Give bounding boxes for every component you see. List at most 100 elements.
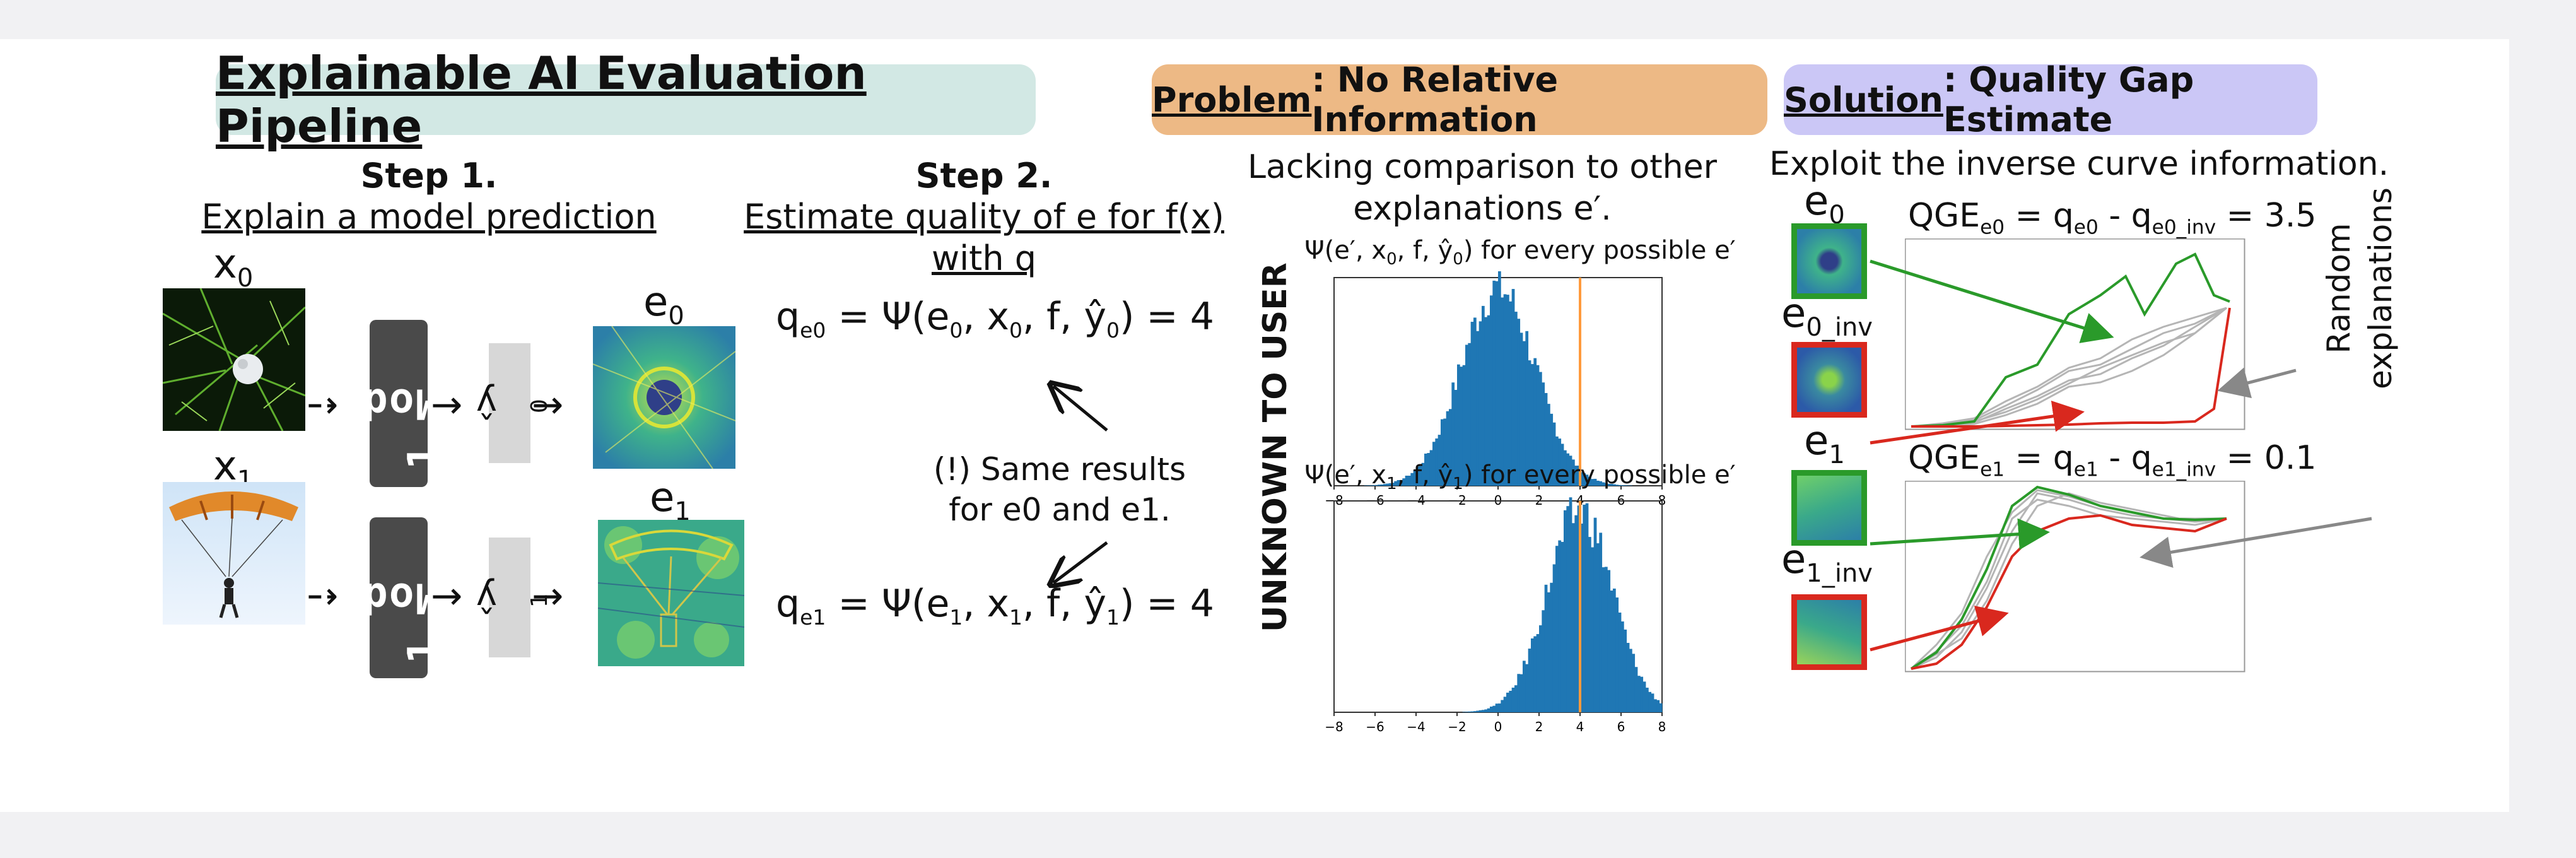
hist1-bar [1572,523,1575,712]
hist0-bar [1435,438,1439,486]
hist0-bar [1618,485,1622,486]
hist0-bar [1482,305,1485,486]
hist0-bar [1372,485,1376,486]
e1-solution-label: e1 [1804,418,1845,469]
step2-subtitle-line1: Estimate quality of e for f(x) [744,197,1224,237]
hist0-bar [1478,321,1482,486]
e0-label: e0 [643,279,684,331]
hist1-bar [1555,546,1559,712]
hist1-bar [1651,693,1654,712]
hist0-bar [1419,466,1422,486]
hist0-bar [1607,483,1611,486]
hist0-bar [1462,365,1466,486]
step1-heading: Step 1. [360,156,498,196]
hist0-bar [1386,483,1390,486]
hist0-bar [1588,476,1591,486]
hist1-tick-label: 6 [1617,719,1625,734]
hist1-bar [1596,543,1600,712]
hist1-bar [1588,537,1591,712]
hist1-bar [1585,503,1589,712]
hist0-bar [1569,455,1572,486]
hist1-bar [1519,674,1523,712]
hist0-bar [1547,404,1550,486]
hist1-bar [1626,643,1630,712]
hist0-bar [1408,476,1411,486]
hist0-bar [1601,482,1605,486]
hist1-bar [1511,687,1515,712]
hist1-bar [1514,685,1518,712]
hist0-bar [1555,436,1559,486]
hist0-bar [1378,485,1381,486]
hist0-bar [1410,473,1414,486]
hist0-bar [1599,481,1603,486]
hist0-bar [1523,341,1526,486]
hist1-tick-label: −8 [1325,719,1343,734]
hist0-bar [1558,438,1562,486]
hist0-bar [1564,450,1567,486]
gray-arrow-0 [2217,367,2297,399]
hist0-bar [1495,281,1499,486]
hist0-bar [1519,332,1523,486]
hist0-bar [1624,485,1627,486]
hist0-bar [1550,413,1554,486]
hist0-bar [1468,343,1472,486]
hist1-bar [1539,625,1542,712]
hist0-bar [1552,422,1556,486]
hist1-bar [1533,636,1537,712]
hist0-bar [1566,453,1570,486]
hist0-bar [1539,372,1542,486]
curve-plot-1 [1905,481,2245,673]
hist0-bar [1621,485,1624,486]
hist1-bar [1640,676,1644,712]
step1-block: Step 1. Explain a model prediction [189,156,669,238]
hist1-bar [1564,510,1567,712]
hist1-bar [1528,649,1531,712]
hist0-bar [1615,485,1619,486]
red-arrow-1 [1870,606,2009,652]
hist1-bar [1574,515,1578,712]
hist1-bar [1613,588,1616,712]
hist0-bar [1380,484,1384,486]
hist0-title: Ψ(e′, x0, f, ŷ0) for every possible e′ [1304,236,1736,269]
hist1-bar [1634,667,1638,712]
hist1-bar [1544,584,1548,712]
pipeline-title: Explainable AI Evaluation Pipeline [216,47,867,153]
hist1-bar [1503,696,1507,712]
hist0-bar [1429,450,1433,486]
hist0-bar [1394,481,1398,486]
hist1-bar [1523,661,1526,712]
hist0-bar [1544,392,1548,486]
unknown-to-user-label: UNKNOWN TO USER [1256,262,1294,632]
hist0-bar [1473,317,1477,486]
equation-e0: qe0 = Ψ(e0, x0, f, ŷ0) = 4 [776,295,1214,343]
hist0-bar [1421,462,1425,486]
hist0-bar [1416,467,1419,486]
arrow-x0-model: → [307,383,339,427]
hist1-bar [1495,703,1499,712]
hist1-bar [1610,591,1613,712]
step2-block: Step 2. Estimate quality of e for f(x) w… [732,156,1236,279]
hist1-bar [1637,676,1641,712]
hist1-bar [1490,707,1493,712]
hist1-bar [1618,612,1622,712]
hist0-bar [1441,419,1444,486]
solution-arrows [1870,259,2372,652]
step1-subtitle: Explain a model prediction [201,197,657,237]
hist1-bar [1536,634,1540,712]
hist0-bar [1580,472,1583,486]
hist1-bar [1656,700,1660,712]
hist1-bar [1642,681,1646,712]
hist0-bar [1405,475,1408,486]
hist0-bar [1364,485,1367,486]
hist1-bar [1476,710,1480,712]
hist0-bar [1449,409,1452,486]
problem-description: Lacking comparison to other explanations… [1248,148,1717,228]
hist0-bar [1391,483,1395,486]
hist0-bar [1536,365,1540,486]
e0inv-solution-label: e0_inv [1781,290,1873,342]
hist0-bar [1533,358,1537,486]
hist0-bar [1517,319,1521,486]
hist0-bar [1525,331,1529,486]
